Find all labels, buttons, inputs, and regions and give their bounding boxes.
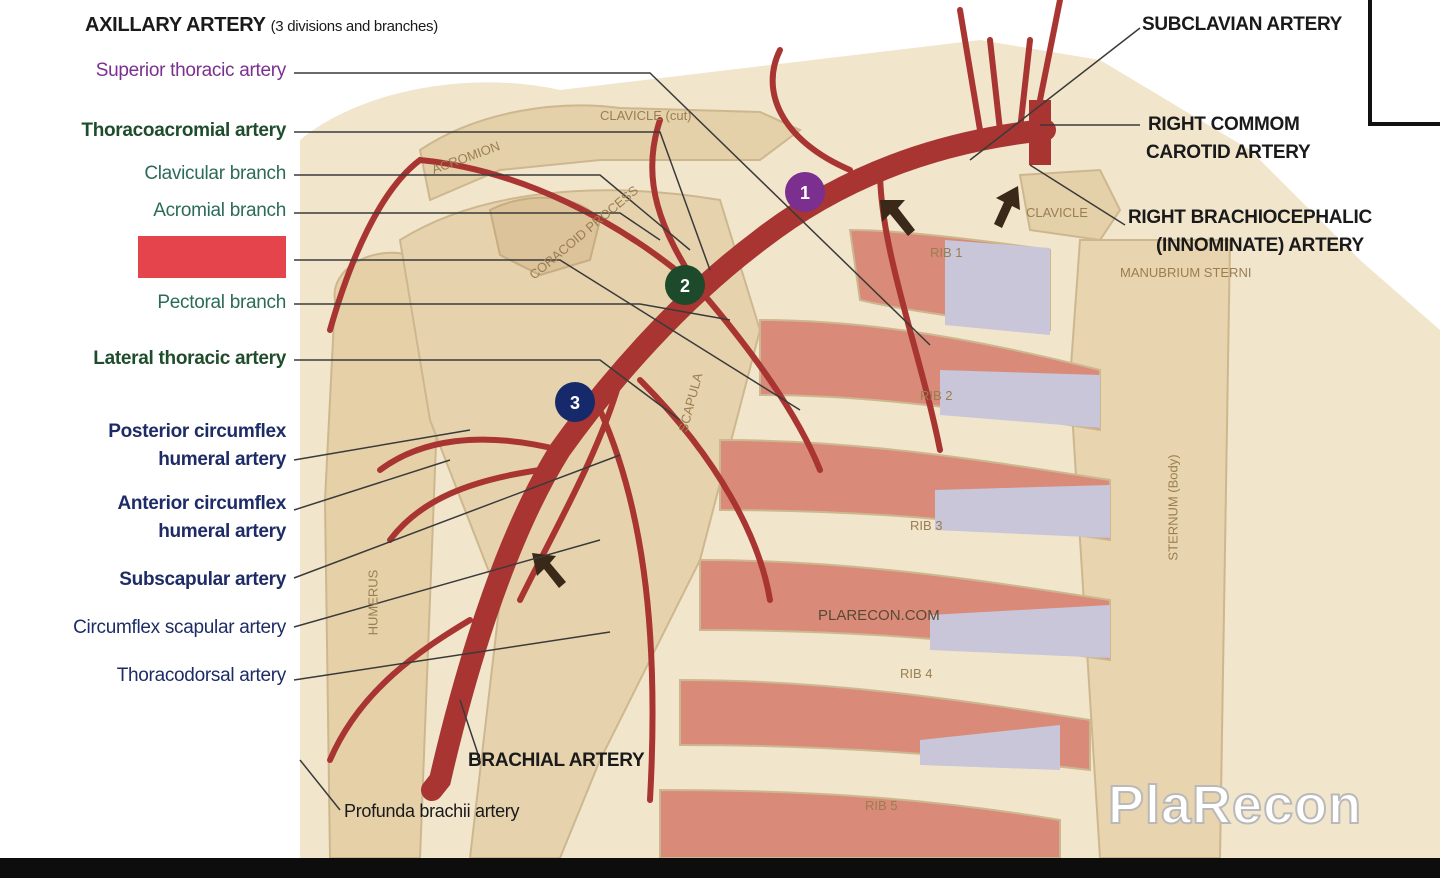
tissue-clavicle-cut: CLAVICLE (cut) bbox=[600, 108, 692, 123]
tissue-rib1: RIB 1 bbox=[930, 245, 963, 260]
label-subclavian: SUBCLAVIAN ARTERY bbox=[1142, 14, 1343, 35]
clavicle-medial bbox=[1018, 168, 1122, 242]
costal-cartilage bbox=[920, 240, 1110, 770]
label-carotid-1: RIGHT COMMOM bbox=[1148, 114, 1300, 135]
label-clavicular-branch: Clavicular branch bbox=[144, 163, 286, 184]
marker-1-circle bbox=[785, 172, 825, 212]
clavicle-bone bbox=[418, 104, 802, 202]
bottom-bar bbox=[0, 858, 1440, 878]
label-carotid-2: CAROTID ARTERY bbox=[1146, 142, 1311, 163]
corner-box bbox=[1368, 0, 1440, 126]
label-brachiocephalic-2: (INNOMINATE) ARTERY bbox=[1156, 235, 1364, 256]
tissue-site: PLARECON.COM bbox=[818, 607, 940, 624]
arrow-icons bbox=[532, 186, 1020, 588]
label-profunda-brachii: Profunda brachii artery bbox=[344, 801, 520, 821]
label-posterior-circumflex-1: Posterior circumflex bbox=[108, 421, 286, 442]
plarecon-watermark: PlaRecon bbox=[1107, 774, 1363, 836]
axillary-artery bbox=[421, 119, 1056, 801]
marker-3: 3 bbox=[570, 393, 580, 413]
label-pectoral-branch: Pectoral branch bbox=[157, 292, 286, 313]
scapula-bone bbox=[398, 189, 762, 859]
marker-3-circle bbox=[555, 382, 595, 422]
tissue-manubrium: MANUBRIUM STERNI bbox=[1120, 265, 1252, 280]
tissue-humerus: HUMERUS bbox=[365, 569, 381, 636]
label-posterior-circumflex-2: humeral artery bbox=[158, 449, 286, 470]
label-thoracoacromial: Thoracoacromial artery bbox=[81, 120, 286, 141]
label-anterior-circumflex-1: Anterior circumflex bbox=[117, 493, 286, 514]
label-brachiocephalic-1: RIGHT BRACHIOCEPHALIC bbox=[1128, 207, 1372, 228]
label-anterior-circumflex-2: humeral artery bbox=[158, 521, 286, 542]
page-title: AXILLARY ARTERY (3 divisions and branche… bbox=[85, 14, 438, 37]
marker-1: 1 bbox=[800, 183, 810, 203]
title-sub: (3 divisions and branches) bbox=[270, 18, 439, 35]
hidden-label-block bbox=[138, 236, 286, 278]
label-circumflex-scapular: Circumflex scapular artery bbox=[73, 617, 286, 638]
label-superior-thoracic: Superior thoracic artery bbox=[95, 60, 287, 81]
tissue-sternum: STERNUM (Body) bbox=[1165, 454, 1181, 561]
label-lateral-thoracic: Lateral thoracic artery bbox=[93, 348, 286, 369]
marker-2: 2 bbox=[680, 276, 690, 296]
tissue-rib2: RIB 2 bbox=[920, 388, 953, 403]
label-brachial: BRACHIAL ARTERY bbox=[468, 750, 645, 771]
tissue-clavicle: CLAVICLE bbox=[1026, 205, 1088, 220]
label-thoracodorsal: Thoracodorsal artery bbox=[116, 665, 287, 686]
tissue-rib3: RIB 3 bbox=[910, 518, 943, 533]
tissue-rib4: RIB 4 bbox=[900, 666, 933, 681]
marker-2-circle bbox=[665, 265, 705, 305]
label-subscapular: Subscapular artery bbox=[119, 569, 286, 590]
label-acromial-branch: Acromial branch bbox=[153, 200, 286, 221]
title-main: AXILLARY ARTERY bbox=[85, 14, 266, 36]
tissue-rib5: RIB 5 bbox=[865, 798, 898, 813]
